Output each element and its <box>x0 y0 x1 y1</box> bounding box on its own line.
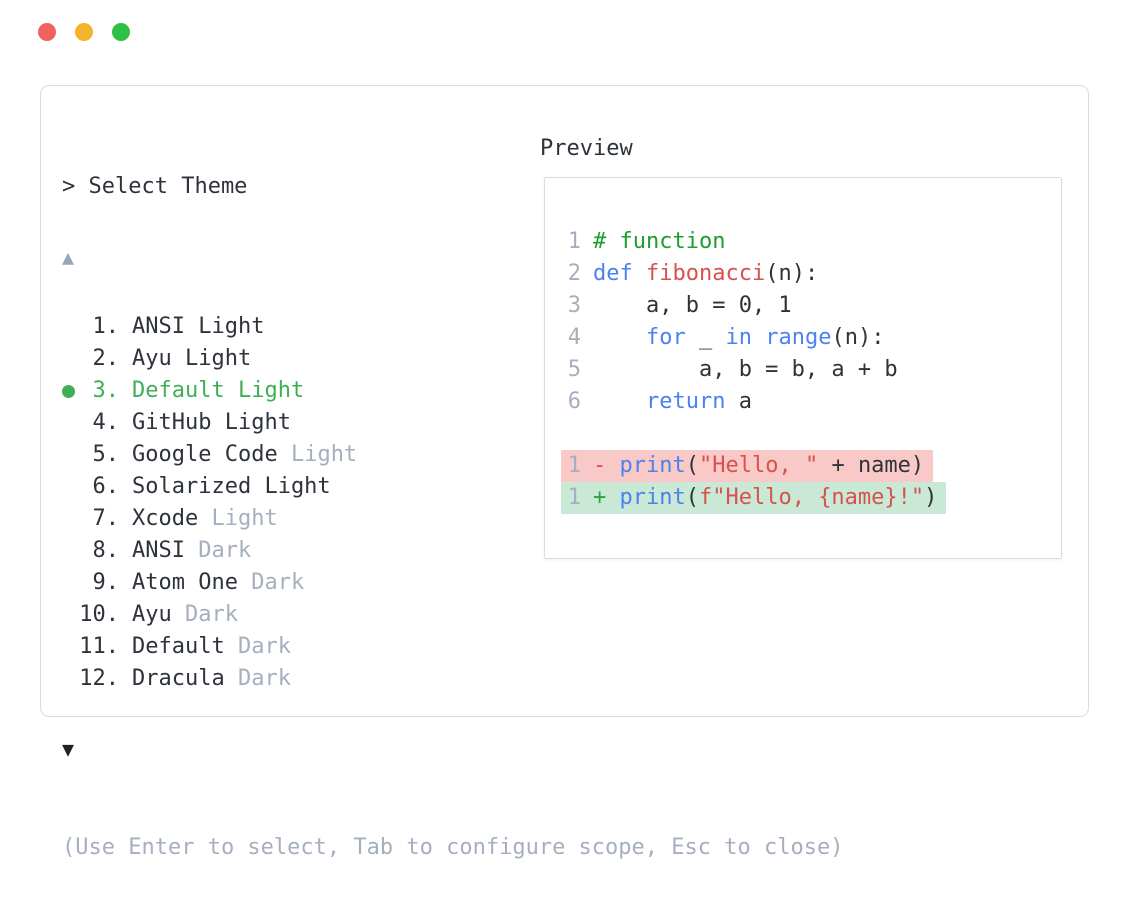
theme-label: GitHub Light <box>132 410 291 435</box>
code-line: 4 for _ in range(n): <box>567 322 1047 354</box>
theme-option[interactable]: 3. Default Light <box>62 375 843 407</box>
preview-title: Preview <box>540 136 633 161</box>
theme-option[interactable]: 9. Atom One Dark <box>62 567 843 599</box>
code-text: return a <box>645 389 752 414</box>
code-area: 1 # function 2 def fibonacci(n): 3 a, b = 0,… <box>561 226 1047 514</box>
theme-label: Google Code Light <box>132 442 358 467</box>
theme-number: 2. <box>92 346 120 371</box>
theme-list: 1. ANSI Light 2. Ayu Light 3. Default Light 4.… <box>62 311 843 695</box>
theme-label: Atom One Dark <box>132 570 305 595</box>
theme-label: Xcode Light <box>132 506 278 531</box>
theme-number: 12. <box>79 666 119 691</box>
theme-number: 6. <box>92 474 120 499</box>
selected-dot-icon <box>62 384 78 398</box>
theme-picker-panel: > Select Theme ▲ 1. ANSI Light 2. Ayu Light… <box>40 85 1089 860</box>
theme-label: Default Dark <box>132 634 291 659</box>
theme-label: ANSI Dark <box>132 538 252 563</box>
theme-option[interactable]: 5. Google Code Light <box>62 439 843 471</box>
theme-number: 3. <box>92 378 120 403</box>
theme-label: Ayu Light <box>132 346 252 371</box>
code-text: for _ in range(n): <box>645 325 885 350</box>
keyboard-hint-text: (Use Enter to select, Tab to configure s… <box>62 835 844 860</box>
line-number: 4 <box>567 325 581 350</box>
line-number: 3 <box>567 293 581 318</box>
theme-option[interactable]: 8. ANSI Dark <box>62 535 843 567</box>
theme-number: 1. <box>92 314 120 339</box>
theme-label: Default Light <box>132 378 305 403</box>
theme-number: 8. <box>92 538 120 563</box>
theme-option[interactable]: 12. Dracula Dark <box>62 663 843 695</box>
code-text: # function <box>593 229 726 254</box>
theme-option[interactable]: 2. Ayu Light <box>62 343 843 375</box>
close-button[interactable] <box>38 23 56 41</box>
preview-box: 1 # function 2 def fibonacci(n): 3 a, b = 0,… <box>544 177 1062 559</box>
theme-option[interactable]: 10. Ayu Dark <box>62 599 843 631</box>
line-number: 5 <box>567 357 581 382</box>
diff-line-removed: 1 - print("Hello, " + name) <box>561 450 934 482</box>
window-controls <box>38 23 130 41</box>
line-number: 2 <box>567 261 581 286</box>
code-text: - print("Hello, " + name) <box>593 453 925 478</box>
theme-option[interactable]: 4. GitHub Light <box>62 407 843 439</box>
theme-option[interactable]: 11. Default Dark <box>62 631 843 663</box>
code-line: 1 # function <box>567 226 1047 258</box>
code-text: a, b = 0, 1 <box>593 293 792 318</box>
scroll-down-icon[interactable]: ▼ <box>62 737 75 761</box>
theme-label: Solarized Light <box>132 474 331 499</box>
scroll-up-icon[interactable]: ▲ <box>62 245 75 269</box>
theme-number: 9. <box>92 570 120 595</box>
theme-number: 5. <box>92 442 120 467</box>
theme-number: 11. <box>79 634 119 659</box>
code-line: 2 def fibonacci(n): <box>567 258 1047 290</box>
line-number: 1 <box>567 485 581 510</box>
theme-label: Ayu Dark <box>132 602 238 627</box>
theme-number: 4. <box>92 410 120 435</box>
theme-label: ANSI Light <box>132 314 265 339</box>
selected-dot-icon <box>62 384 75 398</box>
theme-label: Dracula Dark <box>132 666 291 691</box>
maximize-button[interactable] <box>112 23 130 41</box>
line-number: 1 <box>567 229 581 254</box>
diff-line-added: 1 + print(f"Hello, {name}!") <box>561 482 947 514</box>
select-theme-prompt: > Select Theme <box>62 174 248 199</box>
code-text: + print(f"Hello, {name}!") <box>593 485 938 510</box>
blank-line <box>567 418 1047 450</box>
code-text: def fibonacci(n): <box>593 261 819 286</box>
code-line: 6 return a <box>567 386 1047 418</box>
line-number: 6 <box>567 389 581 414</box>
theme-option[interactable]: 1. ANSI Light <box>62 311 843 343</box>
line-number: 1 <box>567 453 581 478</box>
code-line: 5 a, b = b, a + b <box>567 354 1047 386</box>
theme-option[interactable]: 7. Xcode Light <box>62 503 843 535</box>
code-text: a, b = b, a + b <box>593 357 898 382</box>
code-line: 3 a, b = 0, 1 <box>567 290 1047 322</box>
theme-number: 10. <box>79 602 119 627</box>
theme-option[interactable]: 6. Solarized Light <box>62 471 843 503</box>
theme-number: 7. <box>92 506 120 531</box>
minimize-button[interactable] <box>75 23 93 41</box>
